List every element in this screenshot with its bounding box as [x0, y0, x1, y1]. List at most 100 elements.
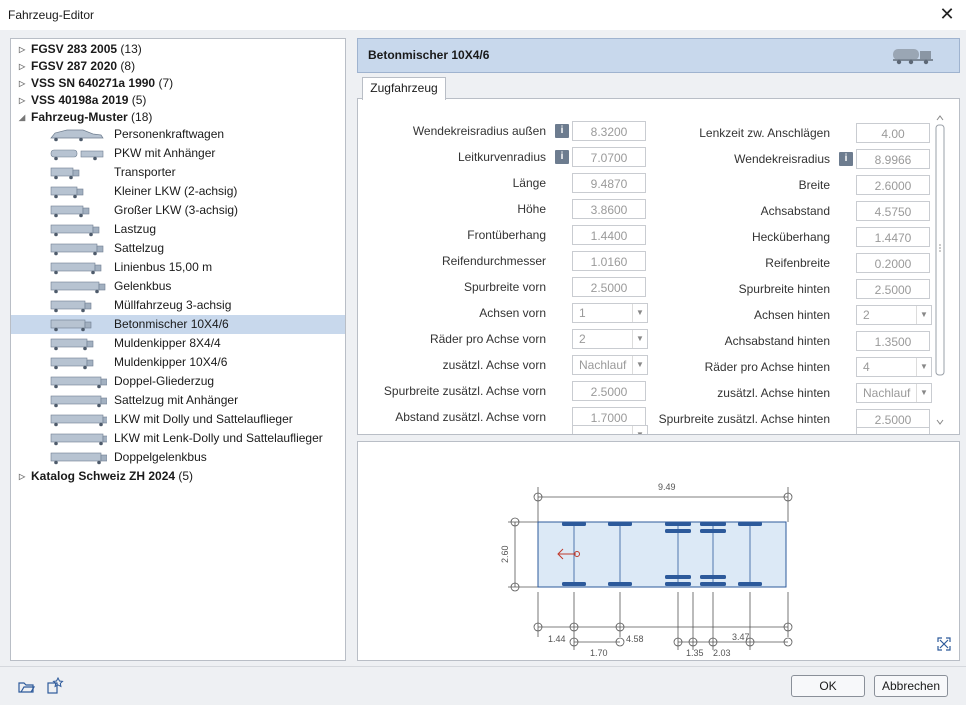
field-value[interactable]: 2.5000 [572, 277, 646, 297]
tree-item[interactable]: Sattelzug [11, 239, 345, 258]
dialog-footer: OK Abbrechen [0, 666, 966, 705]
vehicle-tree[interactable]: ▷FGSV 283 2005 (13)▷FGSV 287 2020 (8)▷VS… [10, 38, 346, 661]
tree-item[interactable]: LKW mit Lenk-Dolly und Sattelauflieger [11, 429, 345, 448]
field-label: Hecküberhang [751, 230, 830, 244]
tree-item[interactable]: Doppelgelenkbus [11, 448, 345, 467]
field-label: Abstand zusätzl. Achse vorn [395, 410, 546, 424]
chevron-down-icon[interactable]: ▼ [632, 304, 647, 322]
field-value[interactable]: 2.5000 [856, 409, 930, 429]
tree-item[interactable]: Personenkraftwagen [11, 125, 345, 144]
collapsed-icon[interactable]: ▷ [19, 62, 26, 71]
field-value[interactable]: 2.5000 [572, 381, 646, 401]
field-value[interactable]: 2.5000 [856, 279, 930, 299]
vehicle-thumbnail-icon [50, 319, 92, 332]
dim-label-5: 2.03 [713, 648, 731, 658]
vehicle-thumbnail-icon [50, 224, 100, 237]
dim-label-2: 4.58 [626, 634, 644, 644]
dim-label-1: 1.44 [548, 634, 566, 644]
tab-zugfahrzeug[interactable]: Zugfahrzeug [362, 77, 446, 100]
field-select[interactable]: Nachlauf▼ [572, 355, 648, 375]
tree-item-label: Muldenkipper 10X4/6 [114, 355, 228, 369]
chevron-down-icon[interactable]: ▼ [916, 306, 931, 324]
tree-item-label: Sattelzug [114, 241, 165, 255]
info-icon[interactable]: i [555, 124, 569, 138]
field-label: Achsen vorn [479, 306, 546, 320]
field-value-partial[interactable] [856, 427, 930, 434]
chevron-down-icon[interactable]: ▼ [916, 358, 931, 376]
chevron-down-icon[interactable]: ▼ [632, 426, 647, 434]
dim-label-4: 1.35 [686, 648, 704, 658]
collapsed-icon[interactable]: ▷ [19, 79, 26, 88]
tree-item-label: Linienbus 15,00 m [114, 260, 213, 274]
tree-item[interactable]: Gelenkbus [11, 277, 345, 296]
field-value[interactable]: 4.00 [856, 123, 930, 143]
dim-label-3: 1.70 [590, 648, 608, 658]
vehicle-thumbnail-icon [50, 281, 106, 294]
tree-item[interactable]: Müllfahrzeug 3-achsig [11, 296, 345, 315]
field-value[interactable]: 1.0160 [572, 251, 646, 271]
field-value[interactable]: 1.3500 [856, 331, 930, 351]
field-select[interactable]: 2▼ [856, 305, 932, 325]
tree-item[interactable]: Muldenkipper 8X4/4 [11, 334, 345, 353]
field-value[interactable]: 3.8600 [572, 199, 646, 219]
field-value[interactable]: 2.6000 [856, 175, 930, 195]
concrete-mixer-icon [893, 49, 933, 65]
cancel-button[interactable]: Abbrechen [874, 675, 948, 697]
tree-item[interactable]: Großer LKW (3-achsig) [11, 201, 345, 220]
tree-item-label: Muldenkipper 8X4/4 [114, 336, 221, 350]
vehicle-thumbnail-icon [50, 167, 80, 180]
chevron-down-icon[interactable]: ▼ [916, 384, 931, 402]
chevron-down-icon[interactable]: ▼ [632, 330, 647, 348]
favorite-star-icon[interactable] [46, 677, 64, 695]
tree-group-label: FGSV 283 2005 (13) [31, 42, 142, 56]
field-value[interactable]: 9.4870 [572, 173, 646, 193]
tree-item[interactable]: Linienbus 15,00 m [11, 258, 345, 277]
tree-item[interactable]: Doppel-Gliederzug [11, 372, 345, 391]
tree-item[interactable]: LKW mit Dolly und Sattelauflieger [11, 410, 345, 429]
chevron-down-icon[interactable]: ▼ [632, 356, 647, 374]
length-label: 9.49 [658, 482, 676, 492]
collapsed-icon[interactable]: ▷ [19, 96, 26, 105]
field-value[interactable]: 8.3200 [572, 121, 646, 141]
tree-item-label: Lastzug [114, 222, 157, 236]
info-icon[interactable]: i [555, 150, 569, 164]
field-label: Höhe [517, 202, 546, 216]
width-label: 2.60 [500, 545, 510, 563]
collapsed-icon[interactable]: ▷ [19, 472, 26, 481]
ok-button[interactable]: OK [791, 675, 865, 697]
tree-item[interactable]: Betonmischer 10X4/6 [11, 315, 345, 334]
tree-group-label: Katalog Schweiz ZH 2024 (5) [31, 469, 194, 483]
tree-item[interactable]: Lastzug [11, 220, 345, 239]
field-value[interactable]: 1.7000 [572, 407, 646, 427]
dim-label-6: 3.47 [732, 632, 750, 642]
field-select[interactable]: 1▼ [572, 303, 648, 323]
close-icon[interactable]: ✕ [939, 4, 955, 24]
field-select[interactable]: Nachlauf▼ [856, 383, 932, 403]
vehicle-diagram: 9.49 2.60 [357, 441, 960, 661]
tree-item[interactable]: Transporter [11, 163, 345, 182]
field-value[interactable]: 1.4470 [856, 227, 930, 247]
info-icon[interactable]: i [839, 152, 853, 166]
tree-item-label: Gelenkbus [114, 279, 172, 293]
field-label: zusätzl. Achse hinten [717, 386, 830, 400]
tree-item[interactable]: Kleiner LKW (2-achsig) [11, 182, 345, 201]
tree-item[interactable]: PKW mit Anhänger [11, 144, 345, 163]
open-folder-icon[interactable] [17, 677, 35, 695]
field-value[interactable]: 4.5750 [856, 201, 930, 221]
field-label: Spurbreite vorn [463, 280, 546, 294]
tree-item-label: Großer LKW (3-achsig) [114, 203, 239, 217]
tree-item[interactable]: Sattelzug mit Anhänger [11, 391, 345, 410]
panel-scrollbar[interactable] [935, 111, 945, 429]
field-value[interactable]: 7.0700 [572, 147, 646, 167]
field-value[interactable]: 8.9966 [856, 149, 930, 169]
field-value[interactable]: 1.4400 [572, 225, 646, 245]
tree-item-label: PKW mit Anhänger [114, 146, 216, 160]
field-select-partial[interactable]: ▼ [572, 425, 648, 434]
collapsed-icon[interactable]: ▷ [19, 45, 26, 54]
vehicle-thumbnail-icon [50, 129, 104, 142]
field-select[interactable]: 2▼ [572, 329, 648, 349]
tree-item[interactable]: Muldenkipper 10X4/6 [11, 353, 345, 372]
expanded-icon[interactable]: ◢ [19, 113, 26, 122]
field-value[interactable]: 0.2000 [856, 253, 930, 273]
field-select[interactable]: 4▼ [856, 357, 932, 377]
